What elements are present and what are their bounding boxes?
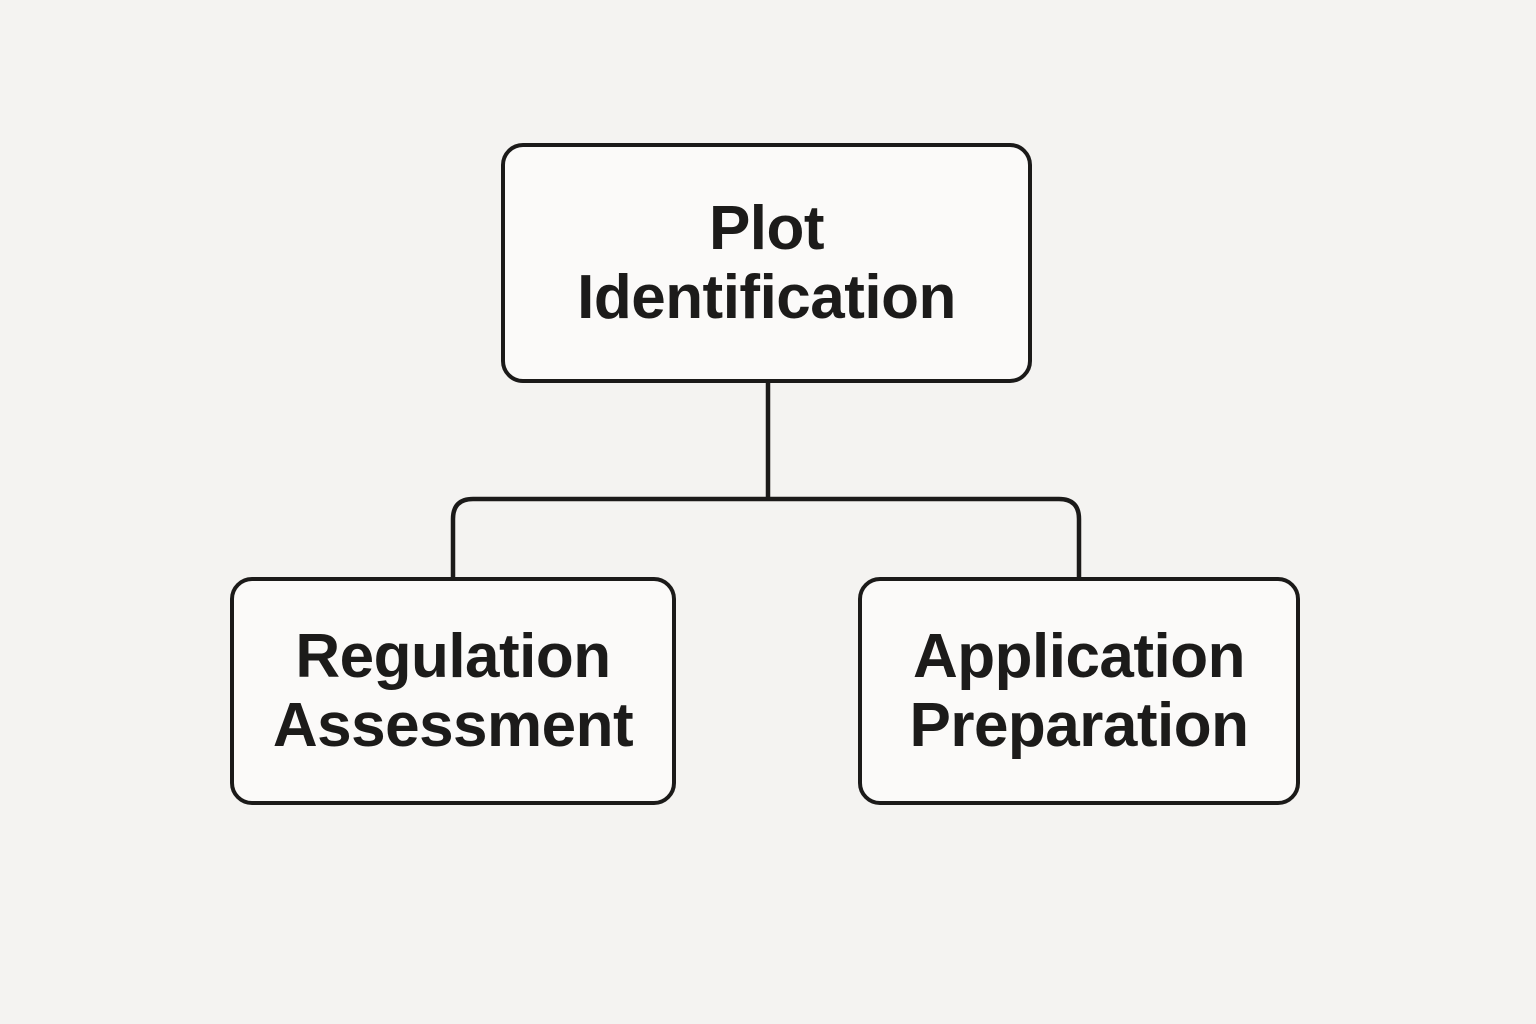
node-label-line: Preparation xyxy=(909,691,1249,760)
node-label-line: Identification xyxy=(577,263,956,332)
node-application-preparation: Application Preparation xyxy=(858,577,1300,805)
node-regulation-assessment: Regulation Assessment xyxy=(230,577,676,805)
node-label-line: Plot xyxy=(708,193,825,263)
connector-branch-bracket xyxy=(450,496,1082,579)
node-plot-identification: Plot Identification xyxy=(501,143,1032,383)
node-label-line: Assessment xyxy=(272,691,634,760)
node-label-line: Application xyxy=(912,621,1246,691)
node-label-line: Regulation xyxy=(295,621,611,691)
